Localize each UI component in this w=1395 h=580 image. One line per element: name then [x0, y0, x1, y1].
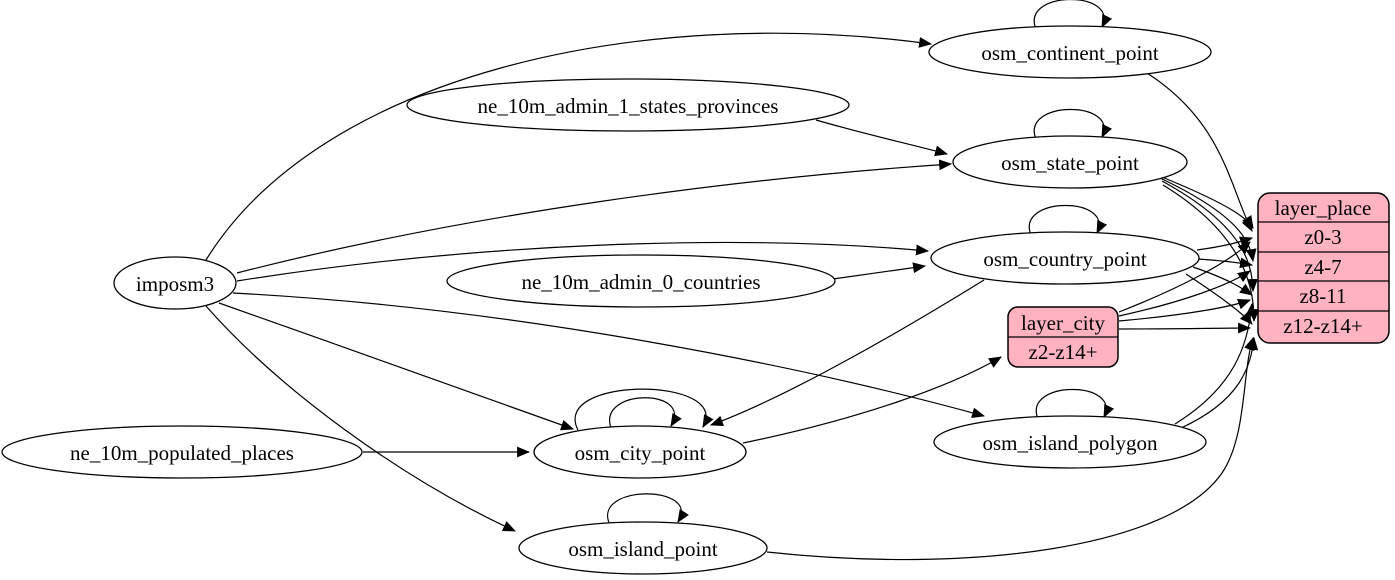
node-shape-osm-continent-point [928, 25, 1212, 79]
self-loop-osm-city-point-inner [609, 397, 682, 429]
edge-osm-continent-point-to-layer-place-z0-3 [1146, 72, 1253, 232]
node-osm-city-point: osm_city_point [533, 425, 747, 479]
node-label-osm-continent-point: osm_continent_point [981, 41, 1158, 65]
node-shape-osm-state-point [952, 135, 1188, 189]
record-layer-place: layer_place z0-3 z4-7 z8-11 z12-z14+ [1257, 192, 1390, 344]
edge-ne-10m-admin-1-states-provinces-to-osm-state-point [815, 119, 949, 157]
edge-layer-city-to-layer-place-z12-z14 [1118, 322, 1252, 334]
node-shape-osm-city-point [533, 425, 747, 479]
node-label-ne-10m-populated-places: ne_10m_populated_places [70, 441, 294, 465]
node-label-osm-state-point: osm_state_point [1001, 151, 1139, 175]
record-title-layer-city: layer_city [1021, 311, 1105, 335]
node-label-osm-city-point: osm_city_point [575, 441, 706, 465]
edge-ne-10m-admin-0-countries-to-osm-country-point [832, 262, 927, 280]
record-row-layer-place-z0-3: z0-3 [1304, 225, 1341, 249]
node-imposm3: imposm3 [113, 256, 237, 310]
node-osm-state-point: osm_state_point [952, 135, 1188, 189]
edge-imposm3-to-osm-continent-point [205, 32, 933, 261]
record-row-layer-place-z8-11: z8-11 [1299, 284, 1346, 308]
node-shape-ne-10m-populated-places [1, 425, 363, 479]
node-ne-10m-admin-1-states-provinces: ne_10m_admin_1_states_provinces [406, 78, 850, 132]
node-shape-osm-country-point [930, 231, 1200, 285]
self-loop-osm-city-point-outer [574, 388, 714, 431]
self-loop-osm-island-polygon [1035, 388, 1115, 420]
node-label-ne-10m-admin-0-countries: ne_10m_admin_0_countries [521, 270, 760, 294]
edge-imposm3-to-osm-island-point [205, 305, 516, 532]
node-osm-island-point: osm_island_point [518, 521, 768, 575]
record-title-layer-place: layer_place [1275, 196, 1372, 220]
edge-imposm3-to-osm-state-point [236, 159, 953, 274]
node-osm-island-polygon: osm_island_polygon [933, 415, 1207, 469]
record-shape-layer-place [1257, 192, 1390, 344]
edge-imposm3-to-osm-island-polygon [232, 292, 986, 419]
node-label-osm-island-point: osm_island_point [568, 537, 718, 561]
edge-osm-country-point-to-layer-place-z12-z14 [1185, 273, 1253, 325]
node-shape-ne-10m-admin-0-countries [446, 254, 836, 308]
edge-osm-country-point-to-layer-place-z8-11 [1192, 266, 1253, 296]
node-ne-10m-populated-places: ne_10m_populated_places [1, 425, 363, 479]
node-label-imposm3: imposm3 [136, 272, 214, 296]
node-ne-10m-admin-0-countries: ne_10m_admin_0_countries [446, 254, 836, 308]
record-row-layer-city-z2-z14: z2-z14+ [1029, 340, 1098, 364]
node-label-osm-country-point: osm_country_point [983, 247, 1146, 271]
edge-layer-city-to-layer-place-z4-7 [1118, 270, 1251, 317]
edge-layer-city-to-layer-place-z8-11 [1118, 299, 1252, 322]
edge-layer-city-to-layer-place-z0-3 [1118, 241, 1251, 313]
node-osm-country-point: osm_country_point [930, 231, 1200, 285]
record-row-layer-place-z12-z14: z12-z14+ [1283, 314, 1362, 338]
record-layer-city: layer_city z2-z14+ [1007, 306, 1119, 368]
edge-osm-country-point-to-osm-city-point [709, 279, 985, 427]
edge-osm-island-polygon-to-layer-place-z12-z14 [1180, 336, 1259, 429]
edge-osm-island-point-to-layer-place-z12-z14 [766, 336, 1255, 561]
self-loop-osm-continent-point [1033, 0, 1113, 30]
edge-osm-island-polygon-to-layer-place-z8-11 [1174, 302, 1257, 425]
edge-imposm3-to-osm-country-point [236, 241, 930, 282]
edges [205, 0, 1260, 561]
node-shape-ne-10m-admin-1-states-provinces [406, 78, 850, 132]
node-label-osm-island-polygon: osm_island_polygon [982, 431, 1158, 455]
record-row-layer-place-z4-7: z4-7 [1304, 255, 1341, 279]
edge-osm-city-point-to-layer-city [742, 356, 1002, 444]
self-loop-osm-island-point [607, 493, 689, 526]
self-loop-osm-state-point [1033, 108, 1113, 140]
node-osm-continent-point: osm_continent_point [928, 25, 1212, 79]
node-shape-osm-island-point [518, 521, 768, 575]
edge-osm-state-point-to-layer-place-z4-7 [1159, 177, 1257, 263]
self-loop-osm-country-point [1028, 204, 1108, 236]
edge-imposm3-to-osm-city-point [218, 302, 575, 431]
edge-osm-country-point-to-layer-place-z4-7 [1197, 257, 1254, 269]
edge-osm-state-point-to-layer-place-z0-3 [1156, 174, 1254, 229]
node-label-ne-10m-admin-1-states-provinces: ne_10m_admin_1_states_provinces [478, 94, 779, 118]
edge-osm-country-point-to-layer-place-z0-3 [1196, 236, 1254, 251]
node-shape-imposm3 [113, 256, 237, 310]
node-shape-osm-island-polygon [933, 415, 1207, 469]
